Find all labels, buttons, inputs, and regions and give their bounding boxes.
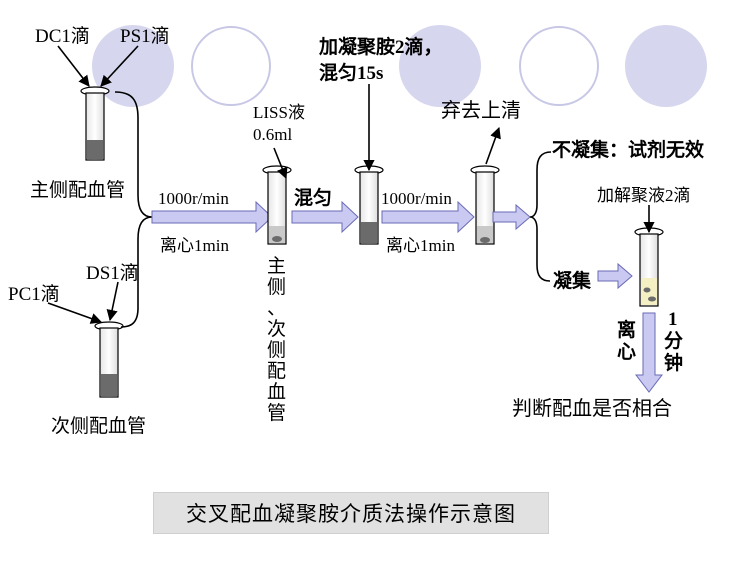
figure-title-box: 交叉配血凝聚胺介质法操作示意图 (153, 492, 549, 534)
minor-tube-label: 次侧配血管 (51, 415, 146, 437)
bg-circle (191, 26, 271, 106)
block-arrow-spin-1 (151, 200, 273, 234)
merge-brace (114, 91, 153, 328)
time-2-label: 离心1min (386, 236, 455, 255)
main-tube-sediment (87, 140, 103, 159)
vertical-char: 血 (267, 381, 286, 403)
vertical-char: 次 (267, 318, 286, 340)
main-tube-label: 主侧配血管 (30, 179, 125, 201)
resolve-tube (634, 227, 664, 307)
polybrene-tube (354, 165, 384, 245)
resolve-cell-dot (643, 287, 651, 293)
polybrene-label-line-1: 加凝聚胺2滴， (318, 35, 443, 58)
block-arrow-mix (291, 200, 359, 234)
dc1-label: DC1滴 (35, 25, 90, 47)
mix-label: 混匀 (294, 186, 332, 209)
discard-label: 弃去上清 (441, 99, 521, 122)
ds1-label: DS1滴 (86, 262, 139, 284)
liss-label-line-1: LISS液 (253, 103, 305, 122)
pc1-label: PC1滴 (8, 283, 60, 305)
vertical-char: 侧 (267, 339, 286, 361)
centrifuge-vertical-label: 离 心 (617, 318, 636, 363)
vertical-char: 心 (617, 341, 636, 363)
vertical-char: 1 (668, 309, 678, 330)
figure-title: 交叉配血凝聚胺介质法操作示意图 (186, 502, 516, 526)
discard-tube (470, 165, 500, 245)
combined-tube (262, 165, 292, 245)
vertical-char: 、 (267, 298, 286, 319)
bg-circle (399, 25, 481, 107)
resolve-cell-dot (648, 296, 656, 302)
block-arrow-spin-2 (381, 200, 475, 234)
combined-tube-button (272, 236, 282, 242)
vertical-char: 离 (617, 318, 636, 341)
minor-tube (94, 321, 124, 398)
background-circles (92, 25, 707, 107)
minor-tube-sediment (101, 374, 117, 396)
block-arrow-to-result (492, 203, 531, 231)
discard-tube-button (480, 237, 490, 243)
liss-label-line-2: 0.6ml (253, 125, 292, 144)
ps1-label: PS1滴 (120, 25, 170, 47)
bg-circle (92, 25, 174, 107)
polybrene-label-line-2: 混匀15s (319, 61, 383, 84)
vertical-char: 钟 (664, 351, 683, 374)
time-1-label: 离心1min (160, 236, 229, 255)
main-tube (80, 86, 110, 161)
block-arrow-final-spin (634, 312, 664, 393)
bg-circle (625, 25, 707, 107)
block-arrow-agglutination (597, 262, 633, 290)
combined-tube-vertical-label: 主 侧 、 次 侧 配 血 管 (267, 255, 286, 424)
resolve-label: 加解聚液2滴 (597, 186, 691, 205)
vertical-char: 侧 (267, 276, 286, 298)
speed-2-label: 1000r/min (381, 189, 452, 208)
minute-vertical-label: 1 分 钟 (664, 309, 683, 374)
judge-label: 判断配血是否相合 (512, 397, 672, 420)
vertical-char: 主 (267, 255, 286, 277)
no-agglutination-label: 不凝集：试剂无效 (552, 138, 704, 161)
vertical-char: 分 (664, 330, 683, 352)
agglutination-label: 凝集 (553, 269, 592, 292)
vertical-char: 管 (267, 402, 286, 424)
vertical-char: 配 (267, 361, 286, 382)
speed-1-label: 1000r/min (158, 189, 229, 208)
bg-circle (519, 26, 599, 106)
result-brace (529, 151, 552, 282)
polybrene-tube-fill (361, 222, 377, 243)
